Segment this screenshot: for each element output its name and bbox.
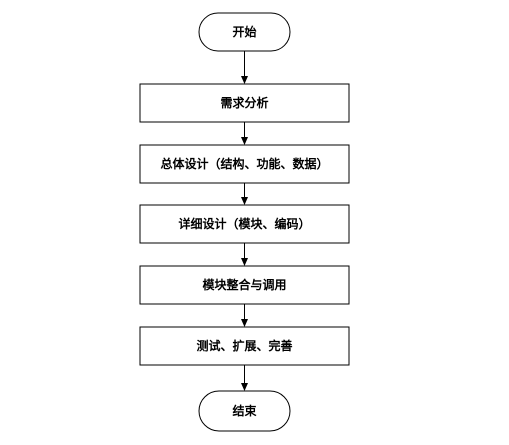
connector-arrow [241, 183, 248, 205]
process-step-3: 详细设计（模块、编码） [139, 204, 350, 244]
start-label: 开始 [232, 24, 256, 39]
process-box [139, 204, 350, 244]
connector-arrow [241, 304, 248, 327]
process-step-2: 总体设计（结构、功能、数据） [139, 144, 350, 184]
connector-arrow [241, 51, 248, 84]
end-label: 结束 [232, 403, 257, 418]
step-label: 总体设计（结构、功能、数据） [160, 156, 328, 171]
process-step-1: 需求分析 [139, 83, 350, 123]
end-node: 结束 [198, 390, 291, 432]
connector-arrow [241, 243, 248, 266]
connector-arrow [241, 122, 248, 145]
process-step-4: 模块整合与调用 [139, 265, 350, 305]
step-label: 模块整合与调用 [202, 277, 286, 292]
process-box [139, 265, 350, 305]
process-step-5: 测试、扩展、完善 [139, 326, 350, 366]
step-label: 需求分析 [220, 95, 268, 110]
process-box [139, 326, 350, 366]
step-label: 详细设计（模块、编码） [178, 216, 310, 231]
process-box [139, 83, 350, 123]
start-node: 开始 [198, 12, 291, 52]
connector-arrow [241, 365, 248, 391]
end-terminator-shape [198, 390, 291, 432]
step-label: 测试、扩展、完善 [196, 338, 292, 353]
